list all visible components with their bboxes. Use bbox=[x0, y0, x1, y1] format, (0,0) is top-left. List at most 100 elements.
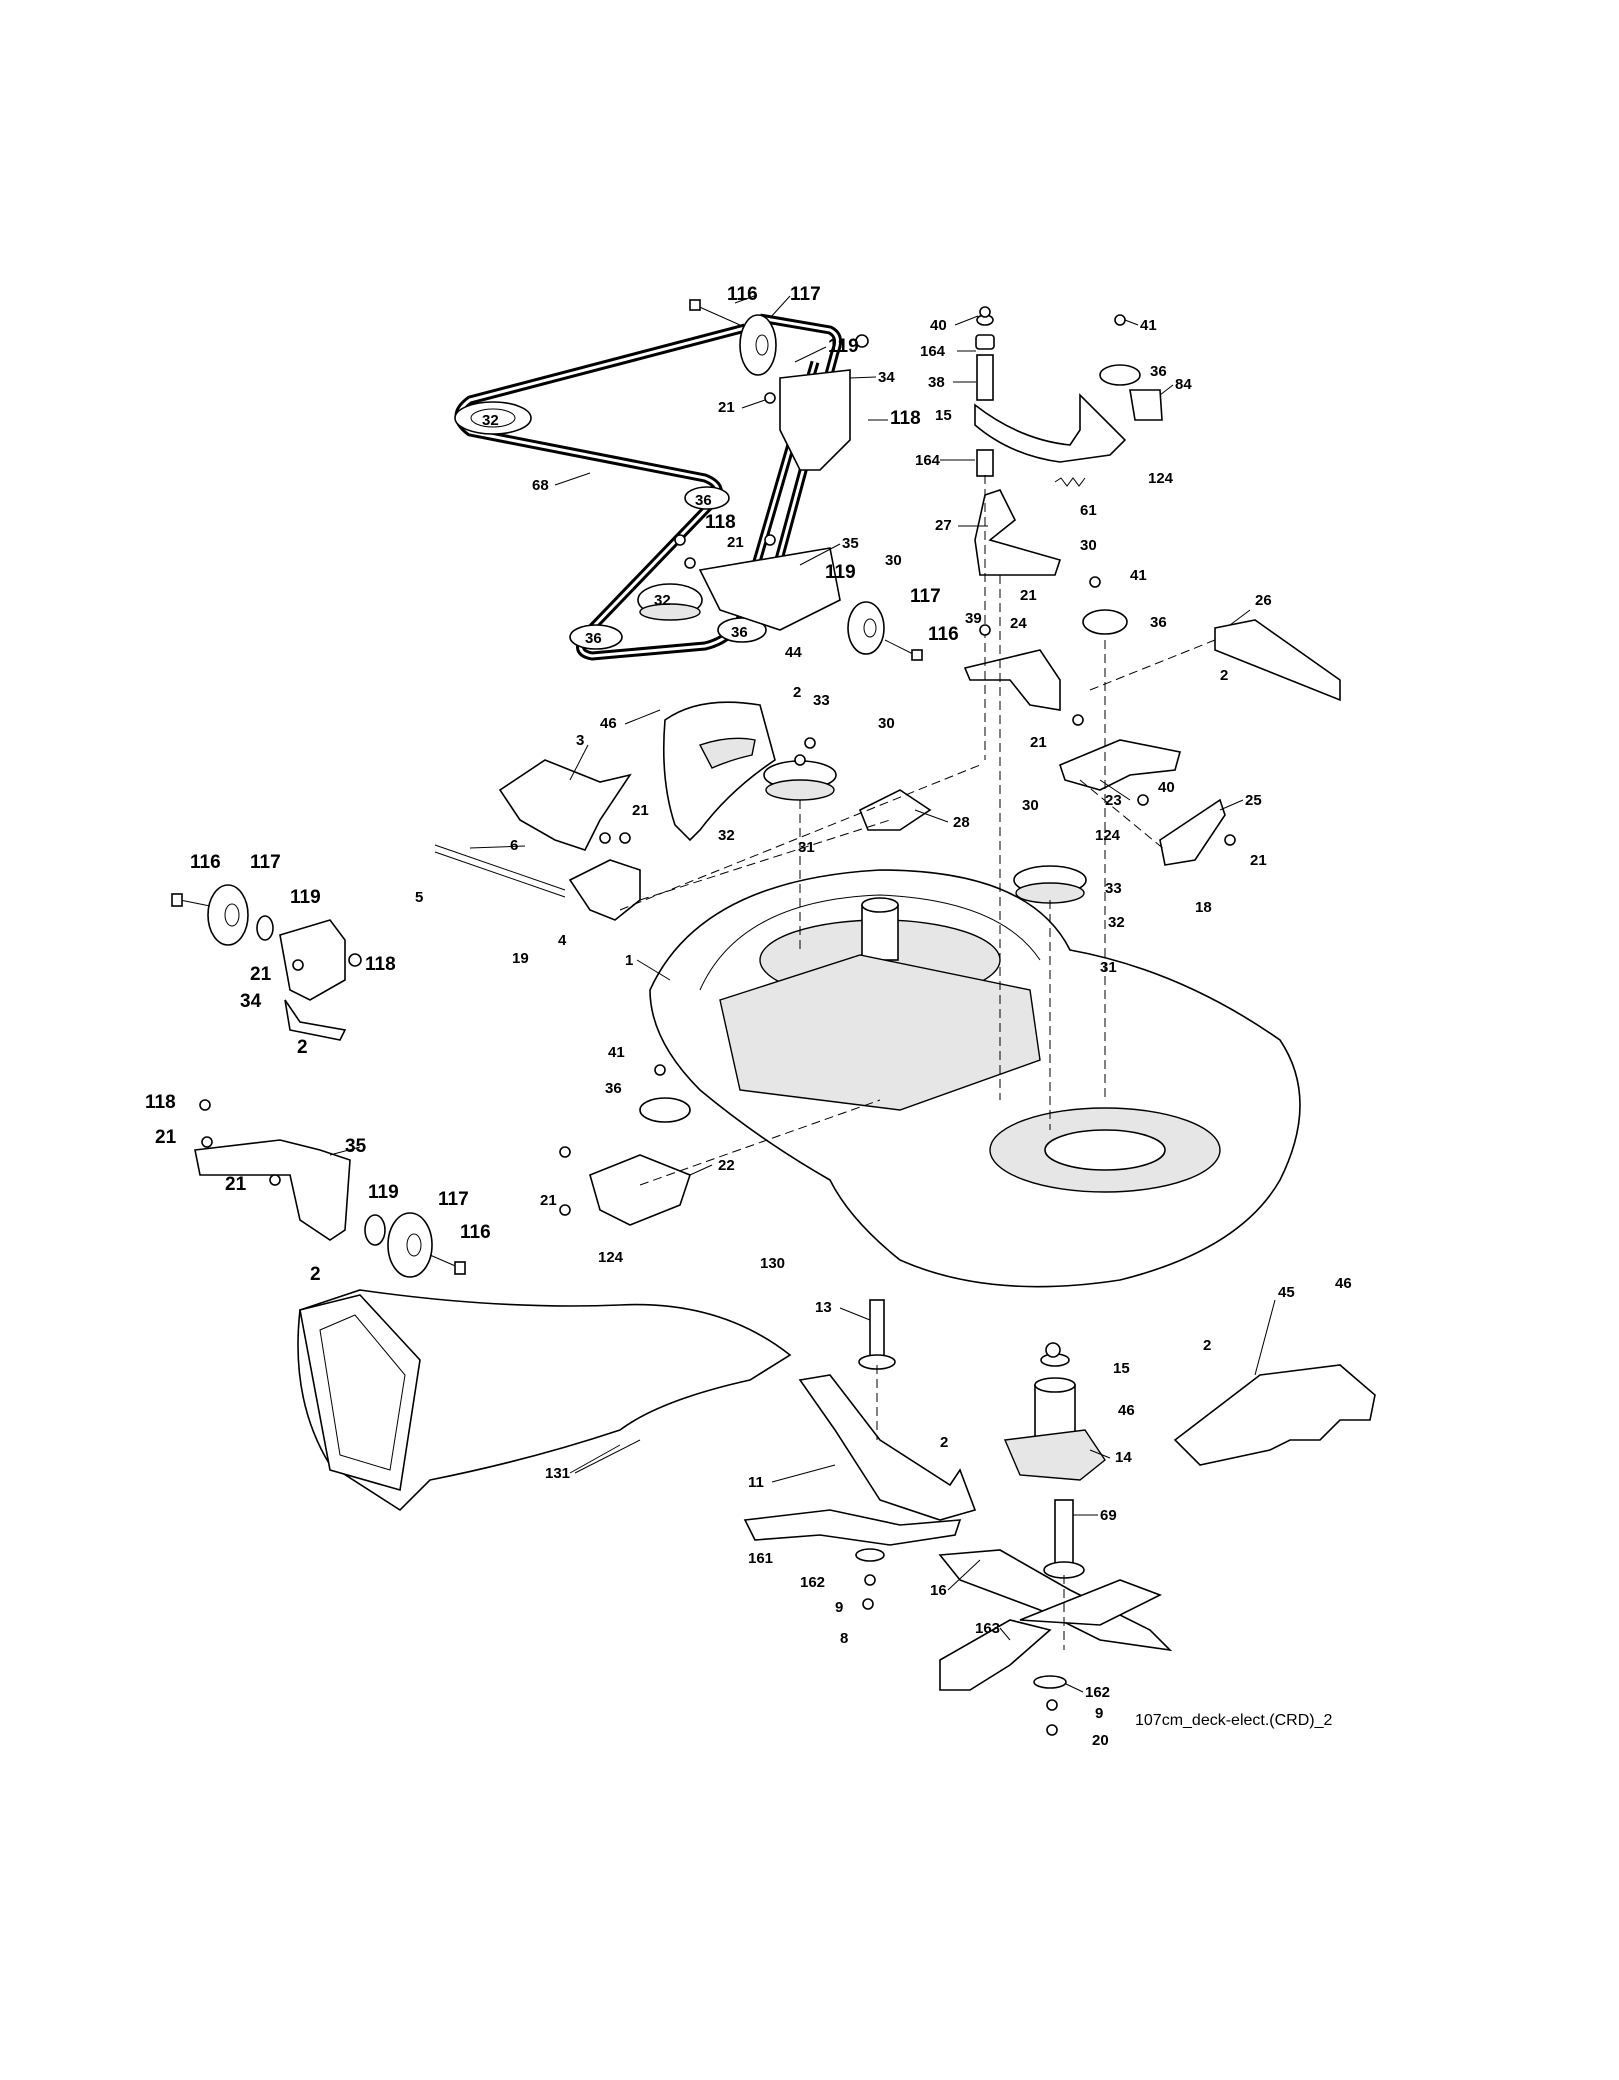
callout-23: 23 bbox=[1105, 792, 1122, 809]
bracket-28 bbox=[858, 789, 932, 831]
callout-34: 34 bbox=[240, 991, 262, 1012]
idler-bracket-34-top bbox=[779, 369, 851, 471]
callout-3: 3 bbox=[576, 732, 584, 749]
hardware-fasteners bbox=[199, 306, 1236, 1736]
callout-18: 18 bbox=[1195, 899, 1212, 916]
callout-46: 46 bbox=[1335, 1275, 1352, 1292]
callout-119: 119 bbox=[828, 336, 859, 357]
callout-9: 9 bbox=[1095, 1705, 1103, 1722]
callout-40: 40 bbox=[930, 317, 947, 334]
callout-119: 119 bbox=[825, 562, 856, 583]
bracket-3 bbox=[498, 759, 632, 851]
blade-11 bbox=[798, 1374, 977, 1521]
callout-163: 163 bbox=[975, 1620, 1000, 1637]
callout-30: 30 bbox=[885, 552, 902, 569]
callout-labels: 116 117 119 34 21 118 32 68 36 118 21 35… bbox=[145, 284, 1352, 1749]
callout-11: 11 bbox=[748, 1474, 764, 1491]
callout-38: 38 bbox=[928, 374, 945, 391]
callout-131: 131 bbox=[545, 1465, 570, 1482]
idler-pulley-117-top bbox=[739, 314, 777, 376]
callout-117: 117 bbox=[910, 586, 941, 607]
callout-5: 5 bbox=[415, 889, 423, 906]
callout-69: 69 bbox=[1100, 1507, 1117, 1524]
spring-61 bbox=[1054, 477, 1086, 487]
callout-20: 20 bbox=[1092, 1732, 1109, 1749]
callout-2: 2 bbox=[297, 1037, 308, 1058]
idler-assembly-left-upper bbox=[171, 884, 347, 1041]
bracket-24 bbox=[963, 649, 1061, 711]
callout-33: 33 bbox=[813, 692, 830, 709]
callout-25: 25 bbox=[1245, 792, 1262, 809]
idler-bracket-35-top bbox=[698, 547, 841, 631]
pulley-33-right bbox=[1013, 865, 1087, 904]
callout-30: 30 bbox=[878, 715, 895, 732]
pulley-36-mid bbox=[684, 486, 730, 510]
callout-130: 130 bbox=[760, 1255, 785, 1272]
blade-16 bbox=[938, 1549, 1173, 1652]
callout-116: 116 bbox=[190, 852, 221, 873]
callout-13: 13 bbox=[815, 1299, 832, 1316]
callout-27: 27 bbox=[935, 517, 952, 534]
callout-45: 45 bbox=[1278, 1284, 1295, 1301]
callout-15: 15 bbox=[935, 407, 952, 424]
bolt-116-top bbox=[689, 299, 741, 326]
callout-119: 119 bbox=[290, 887, 321, 908]
callout-40: 40 bbox=[1158, 779, 1175, 796]
callout-36: 36 bbox=[731, 624, 748, 641]
callout-21: 21 bbox=[250, 964, 272, 985]
plate-23 bbox=[1059, 739, 1182, 791]
callout-21: 21 bbox=[225, 1174, 247, 1195]
callout-28: 28 bbox=[953, 814, 970, 831]
callout-84: 84 bbox=[1175, 376, 1192, 393]
rod-6 bbox=[434, 844, 566, 898]
assembly-lines bbox=[619, 475, 1216, 1650]
callout-36: 36 bbox=[605, 1080, 622, 1097]
callout-24: 24 bbox=[1010, 615, 1027, 632]
arm-assembly-15 bbox=[974, 314, 1127, 477]
spindle-housing-14 bbox=[1003, 1353, 1106, 1481]
callout-2: 2 bbox=[1203, 1337, 1211, 1354]
callout-116: 116 bbox=[460, 1222, 491, 1243]
pulley-33-center bbox=[763, 760, 837, 801]
callout-19: 19 bbox=[512, 950, 529, 967]
callout-32: 32 bbox=[718, 827, 735, 844]
callout-35: 35 bbox=[842, 535, 859, 552]
callout-41: 41 bbox=[608, 1044, 625, 1061]
washer-162 bbox=[855, 1548, 1067, 1689]
blade-163 bbox=[939, 1619, 1052, 1691]
callout-16: 16 bbox=[930, 1582, 947, 1599]
pulley-36-right-2 bbox=[1082, 609, 1128, 635]
callout-35: 35 bbox=[345, 1136, 367, 1157]
callout-21: 21 bbox=[1250, 852, 1267, 869]
pulley-36-upper-right bbox=[1099, 364, 1163, 421]
diagram-caption: 107cm_deck-elect.(CRD)_2 bbox=[1135, 1712, 1333, 1729]
callout-21: 21 bbox=[1020, 587, 1037, 604]
callout-21: 21 bbox=[1030, 734, 1047, 751]
callout-21: 21 bbox=[540, 1192, 557, 1209]
callout-117: 117 bbox=[790, 284, 821, 305]
leader-lines bbox=[329, 294, 1276, 1693]
callout-118: 118 bbox=[145, 1092, 176, 1113]
bracket-4 bbox=[568, 859, 641, 921]
callout-2: 2 bbox=[310, 1264, 321, 1285]
callout-31: 31 bbox=[798, 839, 815, 856]
bracket-22 bbox=[589, 1154, 691, 1226]
callout-21: 21 bbox=[727, 534, 744, 551]
callout-161: 161 bbox=[748, 1550, 773, 1567]
callout-32: 32 bbox=[654, 592, 671, 609]
pulley-36-center-left bbox=[639, 1097, 691, 1123]
discharge-chute-131 bbox=[297, 1289, 792, 1512]
callout-118: 118 bbox=[365, 954, 396, 975]
pulley-36-left bbox=[569, 624, 623, 650]
idler-assembly-left-lower bbox=[194, 1139, 466, 1278]
spindle-69 bbox=[1043, 1499, 1085, 1579]
callout-31: 31 bbox=[1100, 959, 1117, 976]
callout-33: 33 bbox=[1105, 880, 1122, 897]
callout-162: 162 bbox=[800, 1574, 825, 1591]
callout-26: 26 bbox=[1255, 592, 1272, 609]
callout-124: 124 bbox=[1148, 470, 1174, 487]
callout-36: 36 bbox=[1150, 614, 1167, 631]
callout-22: 22 bbox=[718, 1157, 735, 1174]
callout-2: 2 bbox=[940, 1434, 948, 1451]
callout-2: 2 bbox=[1220, 667, 1228, 684]
